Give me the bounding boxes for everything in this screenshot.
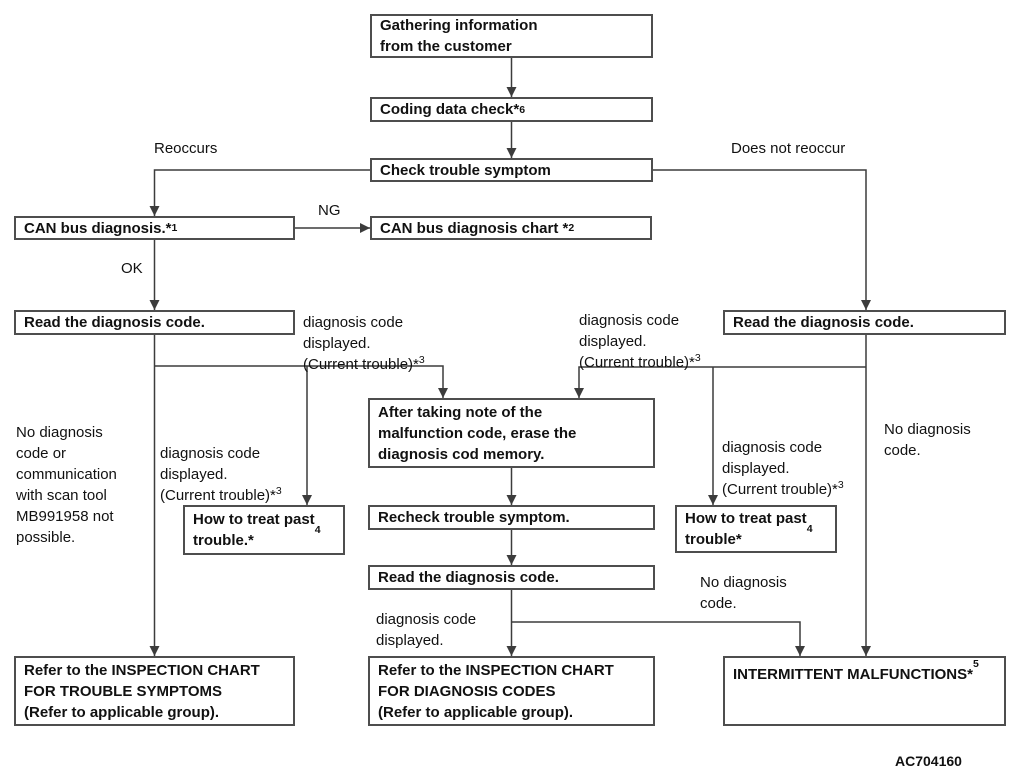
footnote-ref-3: 3 (837, 479, 844, 491)
box-inspection-chart-diagnosis-codes-label: Refer to the INSPECTION CHART FOR DIAGNO… (378, 661, 614, 721)
box-intermittent-malfunctions: INTERMITTENT MALFUNCTIONS*5 (723, 656, 1006, 726)
branch-label-ok: OK (121, 260, 143, 277)
connector-readleft-branch-to-erase (154, 365, 448, 398)
connector-readcenter-branch-to-intermittent (511, 621, 805, 656)
box-check-trouble-symptom-label: Check trouble symptom (380, 161, 551, 179)
branch-label-diagnosis-code-current-mid-left: diagnosis code displayed. (Current troub… (160, 445, 282, 504)
footnote-ref-3: 3 (418, 354, 425, 366)
box-can-bus-diagnosis-chart: CAN bus diagnosis chart *2 (370, 216, 652, 240)
box-read-diagnosis-code-center: Read the diagnosis code. (368, 565, 655, 590)
box-gathering-information-label: Gathering information from the customer (380, 17, 538, 55)
box-erase-diagnosis-memory-label: After taking note of the malfunction cod… (378, 403, 577, 463)
box-read-diagnosis-code-left: Read the diagnosis code. (14, 310, 295, 335)
branch-label-no-diagnosis-code-bottom: No diagnosis code. (700, 574, 787, 612)
box-treat-past-trouble-right-label: How to treat past trouble* (685, 510, 807, 548)
branch-label-no-diagnosis-code-right: No diagnosis code. (884, 421, 971, 459)
box-inspection-chart-trouble-symptoms-label: Refer to the INSPECTION CHART FOR TROUBL… (24, 661, 260, 721)
box-treat-past-trouble-left-label: How to treat past trouble.* (193, 511, 315, 549)
connector-readright-branch-to-erase (574, 366, 866, 398)
box-read-diagnosis-code-right-label: Read the diagnosis code. (733, 314, 914, 331)
connector-check-notreoccur-to-readright (653, 169, 871, 310)
box-coding-data-check: Coding data check*6 (370, 97, 653, 122)
box-recheck-trouble-symptom-label: Recheck trouble symptom. (378, 509, 570, 526)
box-intermittent-malfunctions-label: INTERMITTENT MALFUNCTIONS* (733, 666, 973, 683)
box-treat-past-trouble-right: How to treat past trouble*4 (675, 505, 837, 553)
figure-code: AC704160 (895, 753, 962, 769)
branch-label-ng: NG (318, 202, 341, 219)
box-can-bus-diagnosis-label: CAN bus diagnosis.* (24, 219, 172, 237)
box-read-diagnosis-code-right: Read the diagnosis code. (723, 310, 1006, 335)
branch-label-diagnosis-code-displayed-bottom: diagnosis code displayed. (376, 611, 477, 649)
branch-label-diagnosis-code-current-left-mid: diagnosis code displayed. (Current troub… (303, 314, 425, 373)
branch-label-does-not-reoccur: Does not reoccur (731, 140, 846, 157)
box-can-bus-diagnosis-chart-label: CAN bus diagnosis chart * (380, 219, 569, 237)
branch-label-diagnosis-code-current-right-col: diagnosis code displayed. (Current troub… (722, 439, 844, 498)
box-gathering-information: Gathering information from the customer (370, 14, 653, 58)
box-erase-diagnosis-memory: After taking note of the malfunction cod… (368, 398, 655, 468)
box-read-diagnosis-code-center-label: Read the diagnosis code. (378, 569, 559, 586)
box-read-diagnosis-code-left-label: Read the diagnosis code. (24, 314, 205, 331)
branch-label-reoccurs: Reoccurs (154, 140, 218, 157)
branch-label-no-diagnosis-long: No diagnosis code or communication with … (16, 424, 117, 546)
box-check-trouble-symptom: Check trouble symptom (370, 158, 653, 182)
box-recheck-trouble-symptom: Recheck trouble symptom. (368, 505, 655, 530)
box-inspection-chart-diagnosis-codes: Refer to the INSPECTION CHART FOR DIAGNO… (368, 656, 655, 726)
footnote-ref-3: 3 (694, 352, 701, 364)
box-can-bus-diagnosis: CAN bus diagnosis.*1 (14, 216, 295, 240)
box-coding-data-check-label: Coding data check* (380, 101, 520, 118)
branch-label-diagnosis-code-current-right-mid: diagnosis code displayed. (Current troub… (579, 312, 701, 371)
connector-check-reoccurs-to-canbus (149, 169, 370, 216)
box-treat-past-trouble-left: How to treat past trouble.*4 (183, 505, 345, 555)
footnote-ref-3: 3 (275, 485, 282, 497)
box-inspection-chart-trouble-symptoms: Refer to the INSPECTION CHART FOR TROUBL… (14, 656, 295, 726)
